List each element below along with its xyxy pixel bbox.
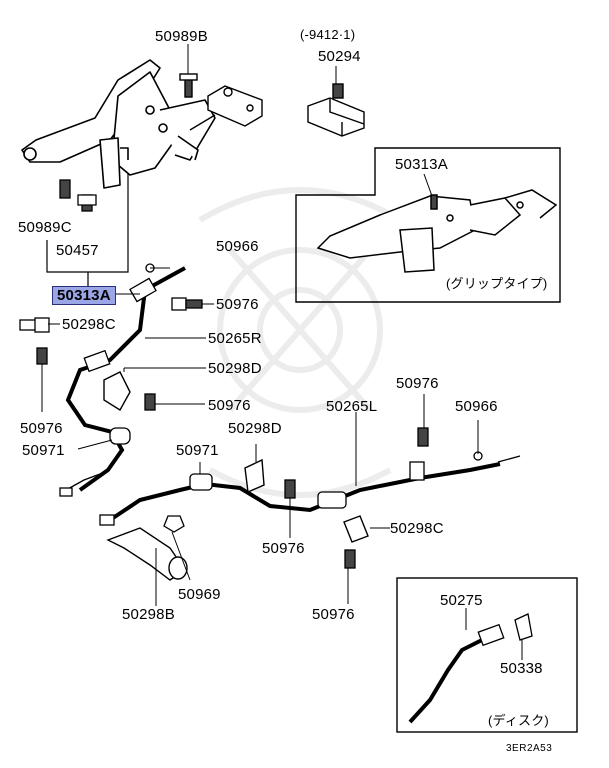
label-50989b: 50989B xyxy=(155,28,208,45)
watermark-emblem xyxy=(198,187,402,498)
part-50294-clip xyxy=(307,83,365,137)
label-50298d-mid: 50298D xyxy=(228,420,282,437)
label-50969: 50969 xyxy=(178,586,221,603)
label-50298c-right: 50298C xyxy=(390,520,444,537)
small-bolts xyxy=(19,179,483,569)
cable-50265l-fittings xyxy=(99,455,521,526)
label-50971-mid: 50971 xyxy=(176,442,219,459)
label-50989c: 50989C xyxy=(18,219,72,236)
label-50265r: 50265R xyxy=(208,330,262,347)
label-50971-left: 50971 xyxy=(22,442,65,459)
group-bracket xyxy=(46,160,129,286)
cable-50265r xyxy=(65,266,186,492)
label-50976-mid: 50976 xyxy=(208,397,251,414)
label-grip-type: (グリップタイプ) xyxy=(446,276,548,291)
parking-brake-lever xyxy=(21,59,216,189)
disc-inset-box xyxy=(396,577,578,733)
label-50976-bottom: 50976 xyxy=(262,540,305,557)
label-50313a-inset: 50313A xyxy=(395,156,448,173)
label-50313a-main[interactable]: 50313A xyxy=(52,286,116,305)
label-50338: 50338 xyxy=(500,660,543,677)
label-50976-right: 50976 xyxy=(396,375,439,392)
lever-cable-bracket xyxy=(179,73,263,131)
cable-brackets xyxy=(103,371,369,581)
grip-type-inset-box xyxy=(295,147,561,303)
leader-lines xyxy=(41,44,523,660)
label-50298b: 50298B xyxy=(122,606,175,623)
label-50966-top: 50966 xyxy=(216,238,259,255)
label-50265l: 50265L xyxy=(326,398,378,415)
cable-50265r-fittings xyxy=(59,277,157,497)
drawing-code: 3ER2A53 xyxy=(506,743,553,754)
label-disc: (ディスク) xyxy=(488,713,549,728)
label-50976-left: 50976 xyxy=(20,420,63,437)
label-50976-low: 50976 xyxy=(312,606,355,623)
label-50294: 50294 xyxy=(318,48,361,65)
label-50298d-top: 50298D xyxy=(208,360,262,377)
grip-type-lever xyxy=(316,189,558,273)
label-50976-a: 50976 xyxy=(216,296,259,313)
label-date-code: (-9412·1) xyxy=(300,27,356,42)
label-50457: 50457 xyxy=(56,242,99,259)
label-50298c-left: 50298C xyxy=(62,316,116,333)
label-50275: 50275 xyxy=(440,592,483,609)
disc-cable xyxy=(408,613,533,724)
label-50966-right: 50966 xyxy=(455,398,498,415)
